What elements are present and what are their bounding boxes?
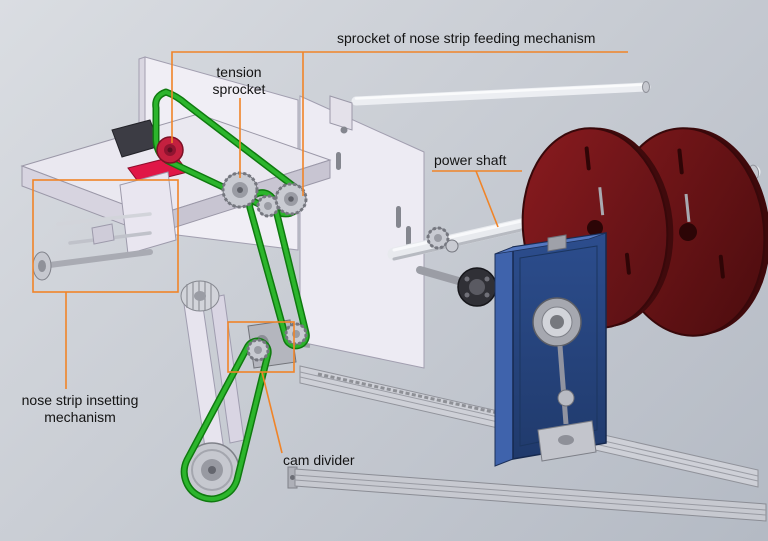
annotation-box-insetting <box>32 179 179 293</box>
red-pulley <box>156 136 184 164</box>
drive-housing <box>494 232 607 467</box>
label-nose-strip-insetting: nose strip insetting mechanism <box>21 392 139 425</box>
pulley-tower <box>180 280 245 498</box>
frame-rail-front <box>287 466 767 522</box>
annotation-box-cam <box>227 321 295 373</box>
leader-power-shaft <box>475 170 499 228</box>
leader-sprocket-feeding <box>171 51 628 143</box>
label-cam-divider: cam divider <box>283 452 355 468</box>
leader-cam-divider <box>261 371 283 454</box>
label-tension-sprocket: tension sprocket <box>212 64 266 97</box>
label-sprocket-feeding: sprocket of nose strip feeding mechanism <box>337 30 596 46</box>
annotation-overlays <box>32 51 628 454</box>
label-power-shaft: power shaft <box>434 152 507 168</box>
upper-frame-tube <box>351 81 651 106</box>
nose-strip-insetting-mechanism <box>32 119 189 281</box>
tension-sprocket-gear <box>221 171 259 209</box>
feeding-sprocket-gear <box>274 182 308 216</box>
cam-gears <box>246 322 308 362</box>
center-plate <box>299 95 425 369</box>
